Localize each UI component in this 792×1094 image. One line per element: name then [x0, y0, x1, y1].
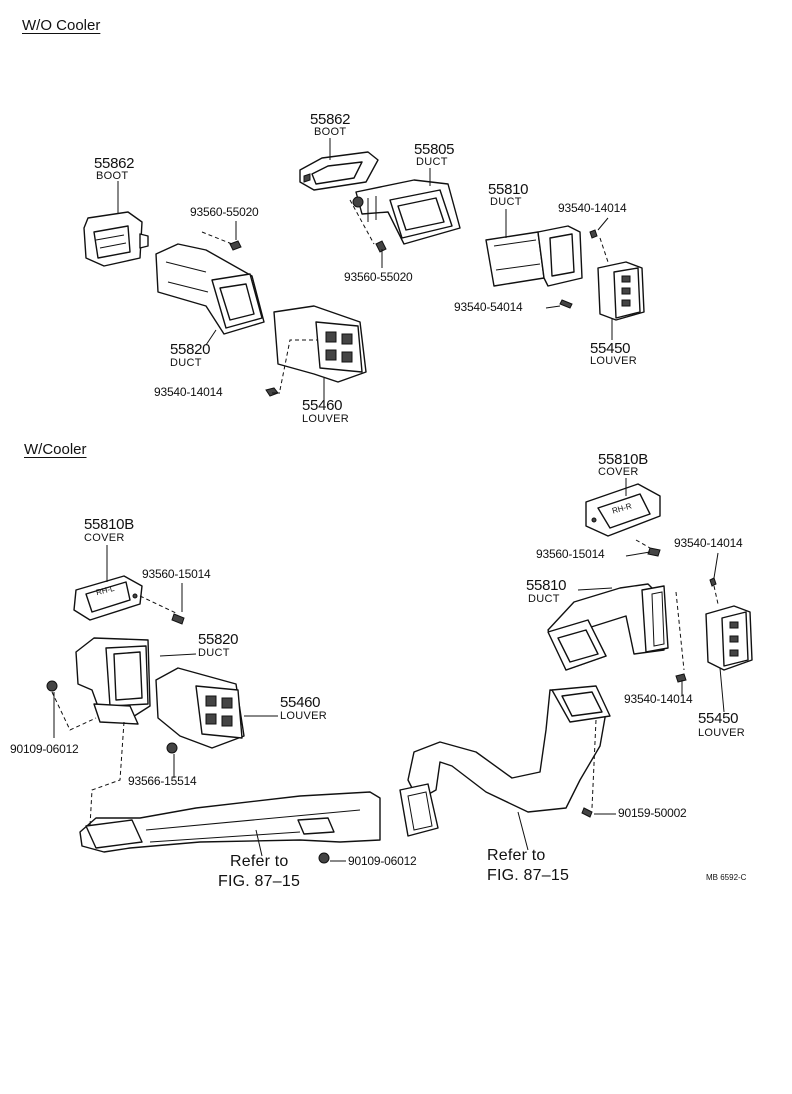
duct-55805-part — [352, 179, 461, 245]
part-name-cover-right: COVER — [598, 466, 639, 478]
louver-55450-part — [597, 261, 645, 321]
part-name-duct-55820-cooler: DUCT — [198, 647, 230, 659]
part-name-louver-55450: LOUVER — [590, 355, 638, 367]
cooler-leader-lines — [51, 478, 725, 862]
part-number-55820: 55820 — [170, 341, 211, 358]
screw-label-93540-14014-r1: 93540-14014 — [674, 536, 743, 550]
part-name-boot-left: BOOT — [96, 170, 129, 182]
part-number-55820-cooler: 55820 — [198, 631, 239, 648]
screw-label-93560-15014-left: 93560-15014 — [142, 567, 211, 581]
part-number-55460-cooler: 55460 — [280, 694, 321, 711]
screw-label-93566-15514: 93566-15514 — [128, 774, 197, 788]
boot-55862-top-part — [299, 151, 379, 191]
lower-duct-left-part — [79, 791, 381, 853]
refer-note-right-line2: FIG. 87–15 — [487, 867, 570, 884]
part-number-55450: 55450 — [590, 340, 631, 357]
part-number-55810b-right: 55810B — [598, 451, 648, 468]
screw-label-93540-14014-r2: 93540-14014 — [624, 692, 693, 706]
lower-duct-right-part — [399, 685, 611, 837]
drawing-code: MB 6592-C — [706, 873, 747, 882]
section-title-w-cooler: W/Cooler — [24, 441, 87, 458]
part-number-55862-top: 55862 — [310, 111, 351, 128]
part-name-duct-55810: DUCT — [490, 196, 522, 208]
refer-note-left-line2: FIG. 87–15 — [218, 873, 301, 890]
cover-55810b-left-part — [73, 575, 143, 621]
part-number-55810-cooler: 55810 — [526, 577, 567, 594]
part-number-55862-left: 55862 — [94, 155, 135, 172]
screw-label-93560-55020-right: 93560-55020 — [344, 270, 413, 284]
part-number-55450-cooler: 55450 — [698, 710, 739, 727]
part-name-louver-55460-cooler: LOUVER — [280, 710, 328, 722]
boot-55862-left-part — [83, 211, 149, 267]
duct-55820-part — [155, 243, 265, 335]
cooler-screws — [46, 547, 717, 864]
part-name-duct-55820: DUCT — [170, 357, 202, 369]
screw-label-90109-06012-left: 90109-06012 — [10, 742, 79, 756]
louver-55460-cooler-part — [155, 667, 245, 749]
part-name-louver-55450-cooler: LOUVER — [698, 727, 746, 739]
duct-55820-cooler-part — [75, 637, 151, 725]
part-name-cover-left: COVER — [84, 532, 125, 544]
screw-label-90159-50002: 90159-50002 — [618, 806, 687, 820]
part-number-55810b-left: 55810B — [84, 516, 134, 533]
section-title-wo-cooler: W/O Cooler — [22, 17, 101, 34]
part-name-duct-55810-cooler: DUCT — [528, 593, 560, 605]
part-number-55810: 55810 — [488, 181, 529, 198]
screw-label-93540-54014: 93540-54014 — [454, 300, 523, 314]
screw-label-93540-14014-left: 93540-14014 — [154, 385, 223, 399]
part-name-duct-55805: DUCT — [416, 156, 448, 168]
louver-55450-cooler-part — [705, 605, 753, 671]
cover-55810b-right-part — [585, 483, 661, 537]
louver-55460-part — [273, 305, 367, 383]
screw-label-93560-15014-right: 93560-15014 — [536, 547, 605, 561]
refer-note-right-line1: Refer to — [487, 847, 546, 864]
duct-55810-cooler-part — [547, 583, 669, 671]
screw-label-90109-06012-bottom: 90109-06012 — [348, 854, 417, 868]
wo-leader-lines — [117, 138, 613, 402]
part-number-55805: 55805 — [414, 141, 455, 158]
refer-note-left-line1: Refer to — [230, 853, 289, 870]
screw-label-93540-14014-top: 93540-14014 — [558, 201, 627, 215]
part-name-boot-top: BOOT — [314, 126, 347, 138]
part-name-louver-55460: LOUVER — [302, 413, 350, 425]
screw-label-93560-55020-left: 93560-55020 — [190, 205, 259, 219]
part-number-55460: 55460 — [302, 397, 343, 414]
duct-55810-part — [485, 225, 583, 287]
